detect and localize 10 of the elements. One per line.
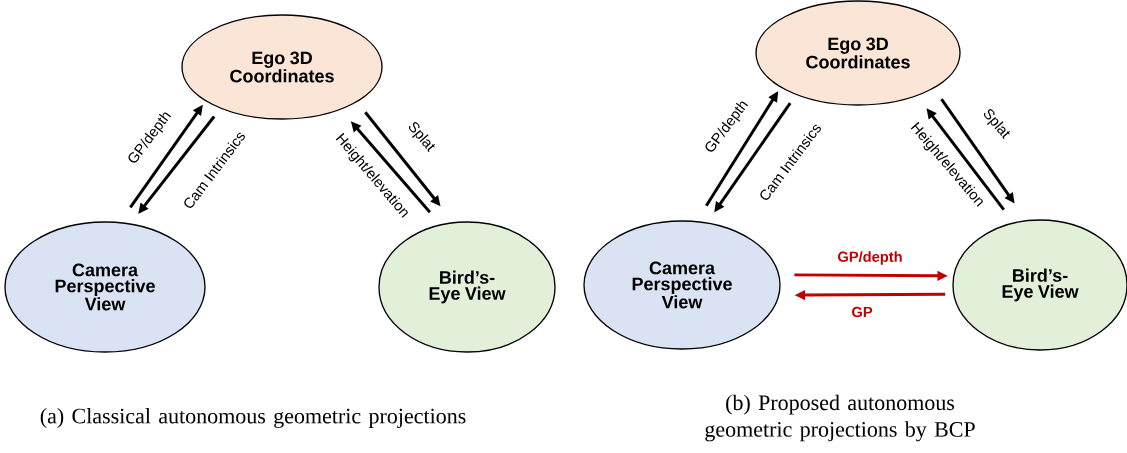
edge-label: GP [850, 305, 874, 319]
edge-label: GP/depth [836, 249, 904, 267]
caption: (a) Classical autonomous geometric projections [40, 408, 466, 428]
caption: (b) Proposed autonomous geometric projections by BCP [705, 394, 975, 442]
ellipse-node: Camera Perspective View [4, 221, 206, 353]
ellipse-node: Ego 3D Coordinates [181, 14, 383, 120]
ellipse-node: Bird’s-Eye View [378, 221, 556, 353]
ellipse-node: Ego 3D Coordinates [755, 0, 961, 106]
ellipse-node: Camera Perspective View [583, 220, 781, 350]
ellipse-node: Bird’s-Eye View [952, 219, 1127, 351]
